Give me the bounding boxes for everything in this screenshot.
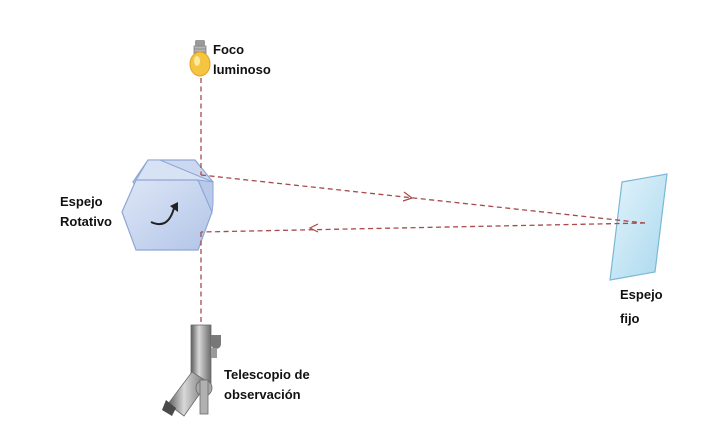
returning-arrowhead bbox=[308, 223, 319, 233]
rotating-mirror-label: Espejo Rotativo bbox=[60, 192, 112, 232]
fixed-mirror bbox=[609, 173, 668, 281]
beam-outgoing bbox=[200, 174, 646, 224]
light-source-label: Foco luminoso bbox=[213, 40, 271, 80]
telescope-label: Telescopio de observación bbox=[224, 365, 310, 405]
rotating-mirror-hexagon bbox=[121, 159, 214, 251]
telescope-icon bbox=[162, 324, 221, 417]
fixed-mirror-label-line2: fijo bbox=[620, 311, 640, 326]
light-source-label-line1: Foco bbox=[213, 42, 245, 57]
lightbulb-icon bbox=[189, 40, 211, 77]
rotating-mirror-label-line2: Rotativo bbox=[60, 214, 112, 229]
fixed-mirror-label: Espejo fijo bbox=[620, 283, 663, 331]
beam-direction-arrows bbox=[308, 191, 414, 233]
fixed-mirror-label-line1: Espejo bbox=[620, 287, 663, 302]
rotation-arrow-icon bbox=[150, 202, 178, 226]
telescope-label-line1: Telescopio de bbox=[224, 367, 310, 382]
rotating-mirror-label-line1: Espejo bbox=[60, 194, 103, 209]
outgoing-arrowhead bbox=[402, 191, 414, 202]
light-source-label-line2: luminoso bbox=[213, 62, 271, 77]
beam-returning bbox=[200, 222, 646, 233]
light-beams bbox=[200, 78, 646, 322]
telescope-label-line2: observación bbox=[224, 387, 301, 402]
